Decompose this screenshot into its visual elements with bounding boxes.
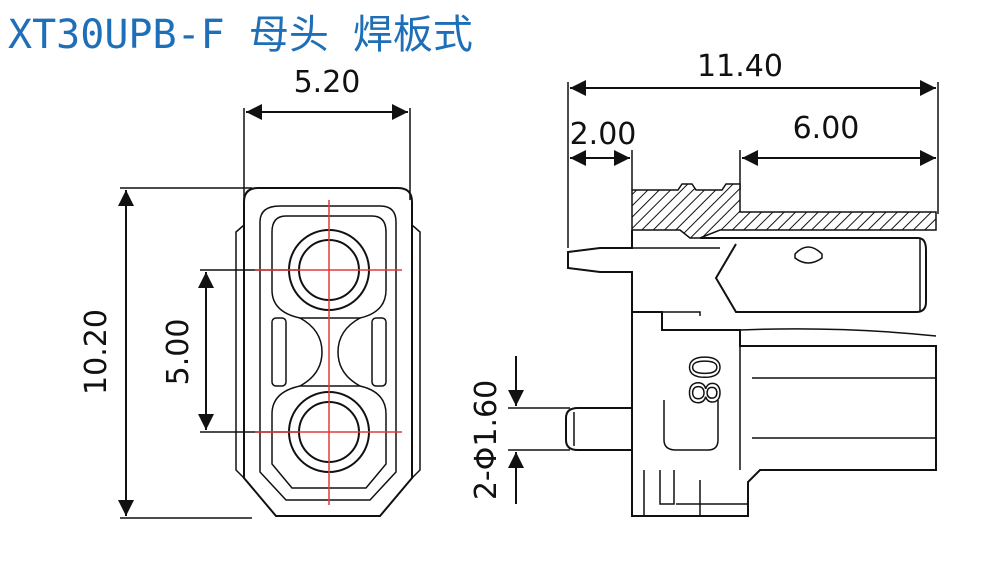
pitch-dimension-label: 5.00 [161, 319, 196, 386]
inner-outline [259, 205, 397, 501]
solder-pin [565, 407, 632, 451]
housing-outline [243, 187, 413, 517]
left-length-label: 2.00 [570, 117, 637, 152]
side-view: 11.40 2.00 6.00 08 [469, 49, 939, 517]
front-view: 5.20 10.20 5.00 [79, 65, 421, 519]
right-length-label: 6.00 [793, 111, 860, 146]
pin-diameter-label: 2-Φ1.60 [469, 380, 504, 500]
side-marking: 08 [680, 355, 726, 406]
solder-cup [700, 237, 927, 313]
height-dimension-label: 10.20 [79, 309, 114, 395]
total-length-label: 11.40 [697, 49, 783, 84]
lower-housing [631, 311, 937, 517]
hatched-section [631, 183, 937, 239]
page-title: XT30UPB-F 母头 焊板式 [8, 12, 473, 58]
width-dimension-label: 5.20 [294, 65, 361, 100]
